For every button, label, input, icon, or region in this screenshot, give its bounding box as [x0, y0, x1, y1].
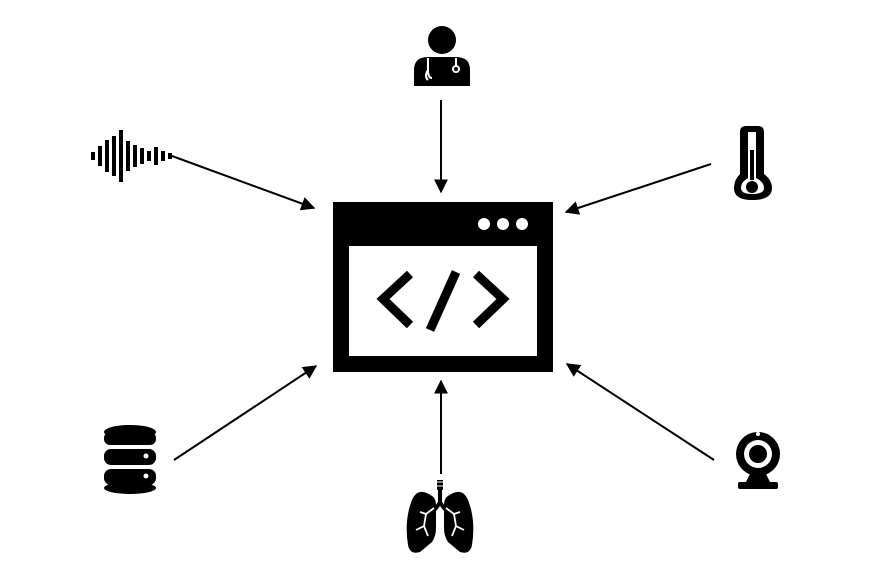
- arrow-thermometer-to-code: [564, 163, 712, 215]
- arrows: [171, 100, 715, 474]
- webcam-icon: [736, 432, 780, 489]
- lungs-icon: [406, 480, 474, 553]
- code-window-icon: [333, 202, 553, 372]
- arrow-audio-to-code: [171, 155, 316, 211]
- audio-waveform-icon: [91, 130, 172, 182]
- doctor-icon: [414, 26, 470, 86]
- arrow-webcam-to-code: [565, 363, 715, 461]
- arrow-database-to-code: [173, 365, 318, 461]
- thermometer-icon: [734, 126, 772, 200]
- database-icon: [104, 425, 156, 494]
